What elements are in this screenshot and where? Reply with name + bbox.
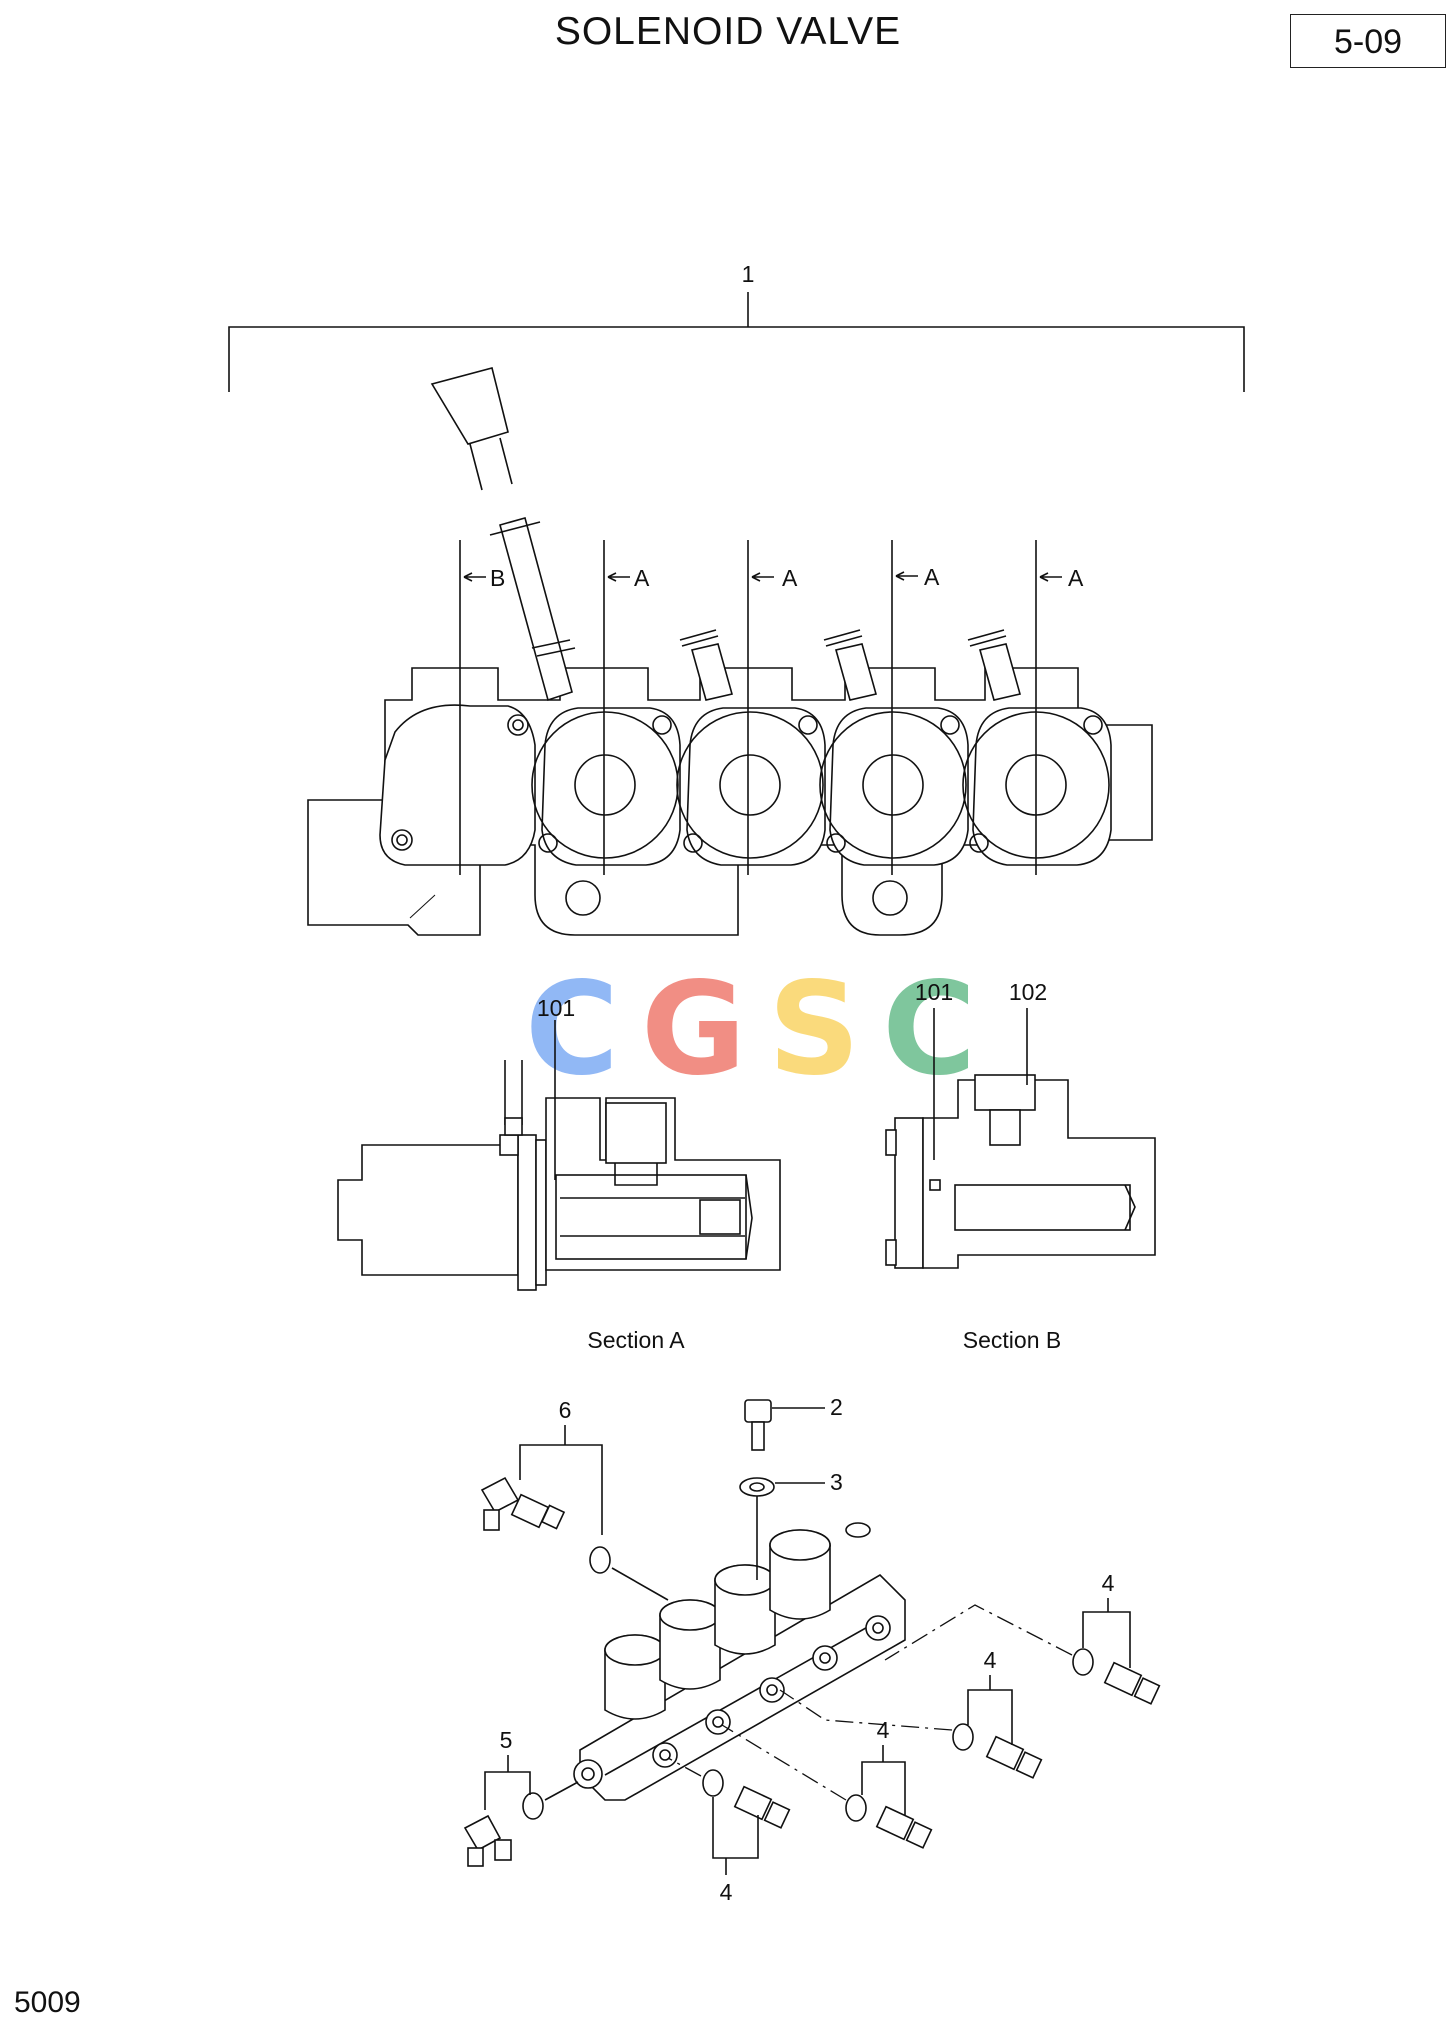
svg-text:A: A — [634, 565, 650, 591]
svg-text:4: 4 — [1102, 1570, 1115, 1596]
section-mark-a4: A — [1039, 565, 1084, 591]
section-b-callout-101: 101 — [915, 979, 953, 1005]
elbow-fitting-5: 5 — [463, 1727, 579, 1867]
bolt-2: 2 — [744, 1394, 843, 1451]
section-mark-b: B — [463, 565, 505, 591]
svg-text:6: 6 — [559, 1397, 572, 1423]
valve-block-view — [307, 367, 1153, 936]
plug-4-d: 4 — [884, 1570, 1161, 1705]
section-a-callout: 101 — [537, 995, 575, 1021]
coil-2 — [676, 707, 826, 866]
svg-text:A: A — [782, 565, 798, 591]
page-number-box: 5-09 — [1290, 14, 1446, 68]
svg-text:3: 3 — [830, 1469, 843, 1495]
svg-text:B: B — [490, 565, 505, 591]
section-b-callout-102: 102 — [1009, 979, 1047, 1005]
svg-text:2: 2 — [830, 1394, 843, 1420]
section-b-caption: Section B — [963, 1327, 1061, 1353]
section-mark-a2: A — [751, 565, 798, 591]
plug-4-c: 4 — [779, 1647, 1043, 1779]
svg-text:5: 5 — [500, 1727, 513, 1753]
valve-4 — [769, 1529, 831, 1620]
section-a-caption: Section A — [587, 1327, 685, 1353]
section-b-view: 101 102 Section B — [885, 979, 1156, 1353]
section-mark-a3: A — [895, 564, 940, 590]
plug-4-a: 4 — [667, 1757, 791, 1905]
washer-3: 3 — [739, 1469, 843, 1580]
svg-text:4: 4 — [984, 1647, 997, 1673]
footer-code: 5009 — [14, 1986, 81, 2019]
exploded-view: 2 3 6 — [463, 1394, 1161, 1905]
plug-4-b: 4 — [721, 1717, 933, 1849]
coil-1 — [531, 707, 681, 866]
elbow-fitting-6: 6 — [480, 1397, 669, 1601]
valve-3 — [714, 1564, 776, 1655]
svg-text:A: A — [924, 564, 940, 590]
watermark-logo: CGSC — [525, 955, 999, 1104]
coil-3 — [819, 707, 969, 866]
valve-1 — [604, 1634, 666, 1720]
page-title: SOLENOID VALVE — [554, 10, 902, 53]
valve-2 — [659, 1599, 721, 1690]
coil-4 — [962, 707, 1112, 866]
assembly-bracket: 1 — [228, 261, 1245, 392]
section-mark-a1: A — [607, 565, 650, 591]
svg-text:A: A — [1068, 565, 1084, 591]
svg-text:4: 4 — [720, 1879, 733, 1905]
assembly-callout: 1 — [742, 261, 755, 287]
section-a-view: 101 Section A — [337, 995, 781, 1353]
svg-text:4: 4 — [877, 1717, 890, 1743]
